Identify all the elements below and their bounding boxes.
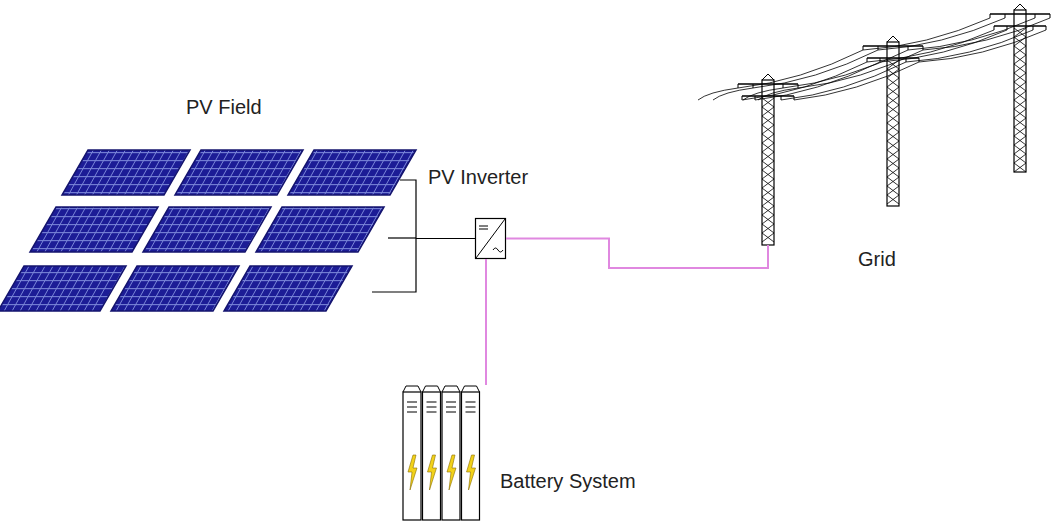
solar-panels xyxy=(0,150,416,311)
component-label: Grid xyxy=(858,247,896,271)
pv-field: PV Field xyxy=(0,95,416,327)
power-towers xyxy=(698,4,1050,245)
solar-panel xyxy=(256,207,384,252)
solar-panel xyxy=(143,207,271,252)
battery-cell xyxy=(423,386,441,520)
lattice-tower xyxy=(990,4,1050,172)
solar-panel xyxy=(224,266,352,311)
component-label: PV Field xyxy=(186,95,262,119)
battery-cell xyxy=(403,386,421,520)
solar-panel xyxy=(288,150,416,195)
solar-panel xyxy=(175,150,303,195)
battery-cells xyxy=(403,386,480,520)
power-lines xyxy=(698,18,1050,100)
solar-panel xyxy=(62,150,190,195)
cable xyxy=(506,239,768,269)
battery-cell xyxy=(462,386,480,520)
component-label: PV Inverter xyxy=(428,165,528,189)
battery-system: Battery System xyxy=(400,385,490,522)
component-label: Battery System xyxy=(500,469,636,493)
solar-panel xyxy=(0,266,126,311)
solar-panel xyxy=(111,266,239,311)
pv-wiring xyxy=(372,180,416,292)
inverter-symbol xyxy=(476,219,506,259)
solar-panel xyxy=(30,207,158,252)
battery-cell xyxy=(442,386,460,520)
pv-inverter: PV Inverter xyxy=(475,218,506,259)
grid: Grid xyxy=(755,4,1055,245)
cable xyxy=(416,238,475,239)
cable xyxy=(485,259,487,385)
